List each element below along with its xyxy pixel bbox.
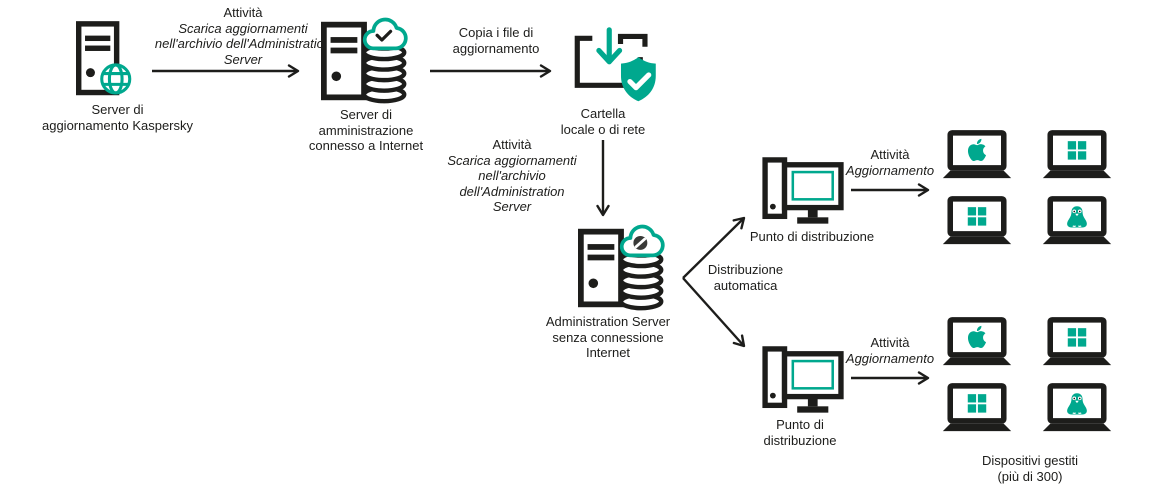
edge-copy-files-label: Copia i file di aggiornamento	[452, 25, 540, 56]
managed-devices-caption: Dispositivi gestiti (più di 300)	[981, 453, 1079, 484]
arrow-branch-up	[682, 216, 746, 279]
laptop-windows-icon	[941, 383, 1013, 433]
admin-server-offline-label: Administration Server senza connessione …	[545, 314, 671, 360]
desktop-monitor-icon	[762, 346, 844, 413]
arrow-branch-down	[682, 277, 746, 348]
edge-download-to-offline-label: Attività Scarica aggiornamenti nell'arch…	[447, 137, 577, 214]
edge-download-to-admin-label: Attività Scarica aggiornamenti nell'arch…	[154, 5, 332, 67]
edge-update-task-top-label: Attività Aggiornamento	[845, 147, 935, 178]
server-cloud-check-disks-icon	[321, 17, 408, 104]
edge-update-task-bottom-label: Attività Aggiornamento	[845, 335, 935, 366]
laptop-apple-icon	[941, 317, 1013, 367]
distribution-point-top-label: Punto di distribuzione	[749, 229, 875, 244]
server-globe-icon	[76, 21, 132, 96]
laptop-windows-icon	[941, 196, 1013, 246]
laptop-windows-icon	[1041, 130, 1113, 180]
admin-server-online-label: Server di amministrazione connesso a Int…	[308, 107, 424, 153]
kaspersky-update-server-label: Server di aggiornamento Kaspersky	[41, 102, 194, 133]
distribution-point-bottom-label: Punto di distribuzione	[763, 417, 837, 448]
folder-download-shield-icon	[574, 27, 656, 102]
laptop-linux-icon	[1041, 383, 1113, 433]
laptop-windows-icon	[1041, 317, 1113, 367]
local-folder-label: Cartella locale o di rete	[560, 106, 646, 137]
laptop-linux-icon	[1041, 196, 1113, 246]
laptop-apple-icon	[941, 130, 1013, 180]
desktop-monitor-icon	[762, 157, 844, 224]
server-cloud-blocked-disks-icon	[578, 224, 665, 311]
edge-auto-distribution-label: Distribuzione automatica	[707, 262, 784, 293]
